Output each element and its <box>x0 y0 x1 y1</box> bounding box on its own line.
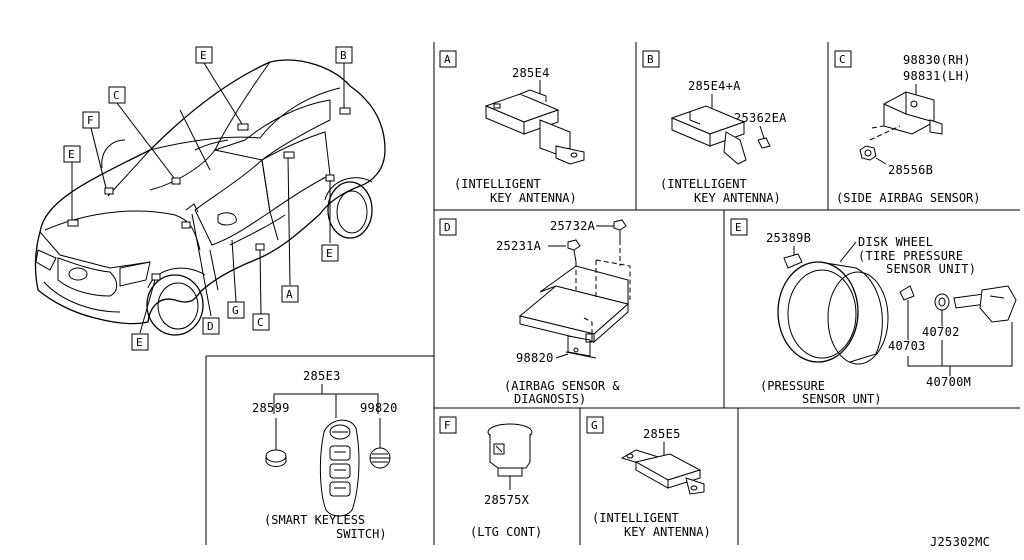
bolt-part-illustration <box>859 145 877 161</box>
panel-tag-box <box>730 218 748 236</box>
wheel-label: DISK WHEEL <box>858 235 933 249</box>
callout-label: D <box>207 320 214 333</box>
caption: (SIDE AIRBAG SENSOR) <box>836 191 981 205</box>
part-number: 285E5 <box>643 427 681 441</box>
antenna-part-illustration <box>670 105 771 165</box>
part-number: 40700M <box>926 375 971 389</box>
callout-box <box>227 301 245 319</box>
caption: KEY ANTENNA) <box>490 191 577 205</box>
panel-tag-box <box>439 218 457 236</box>
panel-tag: B <box>647 53 654 66</box>
panel-tag: C <box>839 53 846 66</box>
part-number: 285E4+A <box>688 79 741 93</box>
callout-label: C <box>113 89 120 102</box>
panel-smart-keyless-switch: 285E3 28599 99820 (SMART KEYLESS SWITCH) <box>252 369 398 541</box>
caption: (INTELLIGENT <box>660 177 747 191</box>
part-number: 40702 <box>922 325 960 339</box>
part-number: 98830(RH) <box>903 53 971 67</box>
callout-label: E <box>136 336 143 349</box>
caption: (LTG CONT) <box>470 525 542 539</box>
callout-label: A <box>286 288 293 301</box>
panel-f-ltg-cont: F 28575X (LTG CONT) <box>439 416 542 539</box>
callout-label: B <box>340 49 347 62</box>
sensor-part-illustration <box>869 91 943 141</box>
part-number: 25732A <box>550 219 596 233</box>
valve-cap-illustration <box>783 253 803 269</box>
caption: (AIRBAG SENSOR & <box>504 379 620 393</box>
callout-box <box>321 244 339 262</box>
part-number: 25231A <box>496 239 542 253</box>
panel-grid <box>205 42 1020 545</box>
screw-illustration <box>567 219 627 263</box>
airbag-module-illustration <box>518 240 631 359</box>
caption: (INTELLIGENT <box>454 177 541 191</box>
disk-wheel-illustration <box>777 261 889 365</box>
callout-box <box>108 86 126 104</box>
panel-tag-box <box>586 416 604 434</box>
sensor-parts-illustration <box>899 285 1017 323</box>
panel-g-intelligent-key-antenna: G 285E5 (INTELLIGENT KEY ANTENNA) <box>586 416 711 539</box>
panel-e-pressure-sensor: E 25389B DISK WHEEL (TIRE PRESSURE SENSO… <box>730 218 1017 406</box>
caption: SENSOR UNT) <box>802 392 881 406</box>
emblem-illustration <box>369 447 391 469</box>
vehicle-overview <box>34 59 386 336</box>
panel-tag-box <box>834 50 852 68</box>
caption: DIAGNOSIS) <box>514 392 586 406</box>
callout-box <box>195 46 213 64</box>
callout-box <box>82 111 100 129</box>
caption: KEY ANTENNA) <box>694 191 781 205</box>
part-number: 98831(LH) <box>903 69 971 83</box>
key-fob-illustration <box>319 419 360 517</box>
panel-tag-box <box>642 50 660 68</box>
battery-illustration <box>265 449 287 467</box>
part-number: 99820 <box>360 401 398 415</box>
panel-tag: D <box>444 221 451 234</box>
panel-c-side-airbag-sensor: C 98830(RH) 98831(LH) 28556B (SIDE AIRBA… <box>834 50 981 205</box>
panel-d-airbag-sensor: D 25732A 25231A 98820 (AIRBAG <box>439 218 631 406</box>
callout-box <box>63 145 81 163</box>
panel-a-intelligent-key-antenna: A 285E4 (INTELLIGENT KEY ANTENNA) <box>439 50 585 205</box>
ltg-cont-illustration <box>487 423 533 477</box>
panel-tag: E <box>735 221 742 234</box>
part-number: 25389B <box>766 231 811 245</box>
callout-label: E <box>200 49 207 62</box>
part-number: 28575X <box>484 493 530 507</box>
diagram-id: J25302MC <box>930 535 990 549</box>
caption: (PRESSURE <box>760 379 825 393</box>
panel-tag-box <box>439 416 457 434</box>
panel-b-intelligent-key-antenna: B 285E4+A 25362EA (INTELLIGENT KEY ANTEN… <box>642 50 787 205</box>
caption: (INTELLIGENT <box>592 511 679 525</box>
wheel-label: SENSOR UNIT) <box>886 262 976 276</box>
caption: KEY ANTENNA) <box>624 525 711 539</box>
callout-box <box>252 313 270 331</box>
caption: SWITCH) <box>336 527 387 541</box>
callout-label: E <box>68 148 75 161</box>
panel-tag: F <box>444 419 451 432</box>
part-number: 285E4 <box>512 66 550 80</box>
panel-tag: A <box>444 53 451 66</box>
part-number: 28599 <box>252 401 290 415</box>
callout-label: C <box>257 316 264 329</box>
caption: (SMART KEYLESS <box>264 513 365 527</box>
part-number: 25362EA <box>734 111 787 125</box>
panel-tag-box <box>439 50 457 68</box>
part-number: 285E3 <box>303 369 341 383</box>
callout-label: E <box>326 247 333 260</box>
part-number: 40703 <box>888 339 926 353</box>
part-number: 28556B <box>888 163 933 177</box>
panel-tag: G <box>591 419 598 432</box>
antenna-part-illustration <box>484 89 585 165</box>
callout-label: F <box>87 114 94 127</box>
callout-box <box>281 285 299 303</box>
overview-callouts: E B C F E E D G C A E <box>63 46 353 351</box>
callout-label: G <box>232 304 239 317</box>
antenna-part-illustration <box>620 449 705 495</box>
callout-box <box>202 317 220 335</box>
callout-box <box>131 333 149 351</box>
callout-box <box>335 46 353 64</box>
part-number: 98820 <box>516 351 554 365</box>
wheel-label: (TIRE PRESSURE <box>858 249 963 263</box>
